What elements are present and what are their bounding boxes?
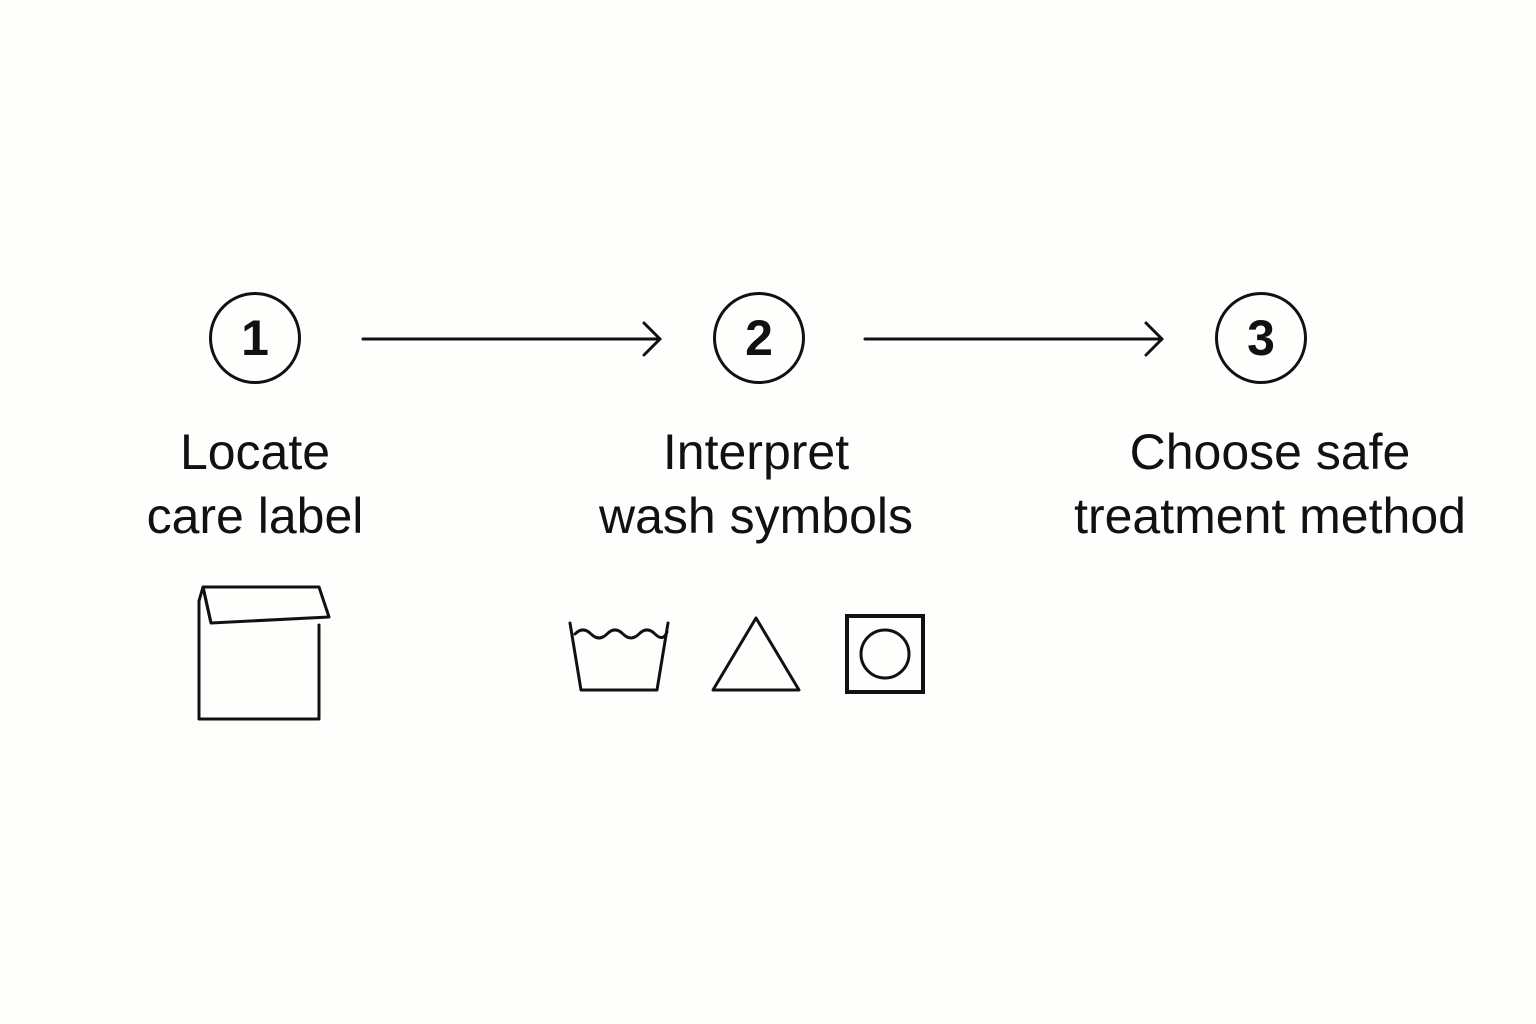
arrow-right-icon xyxy=(361,321,662,357)
step-2-label-line-2: wash symbols xyxy=(599,488,913,544)
step-1-number: 1 xyxy=(241,310,269,366)
step-2-label-line-1: Interpret xyxy=(662,424,850,480)
step-1-label-line-2: care label xyxy=(146,488,364,544)
bleach-triangle-icon xyxy=(711,616,801,692)
care-label-tag-icon xyxy=(197,585,331,721)
step-1-circle: 1 xyxy=(209,292,301,384)
step-1-label-line-1: Locate xyxy=(179,424,331,480)
step-3-label-line-2: treatment method xyxy=(1074,488,1466,544)
step-2-label: Interpret wash symbols xyxy=(506,420,1006,548)
step-3-circle: 3 xyxy=(1215,292,1307,384)
arrow-right-icon xyxy=(863,321,1164,357)
wash-basin-icon xyxy=(568,621,670,692)
step-3-label-line-1: Choose safe xyxy=(1129,424,1411,480)
step-2-circle: 2 xyxy=(713,292,805,384)
tumble-dry-icon xyxy=(845,614,925,694)
step-2-number: 2 xyxy=(745,310,773,366)
step-1-label: Locate care label xyxy=(5,420,505,548)
step-3-label: Choose safe treatment method xyxy=(1020,420,1520,548)
step-3-number: 3 xyxy=(1247,310,1275,366)
